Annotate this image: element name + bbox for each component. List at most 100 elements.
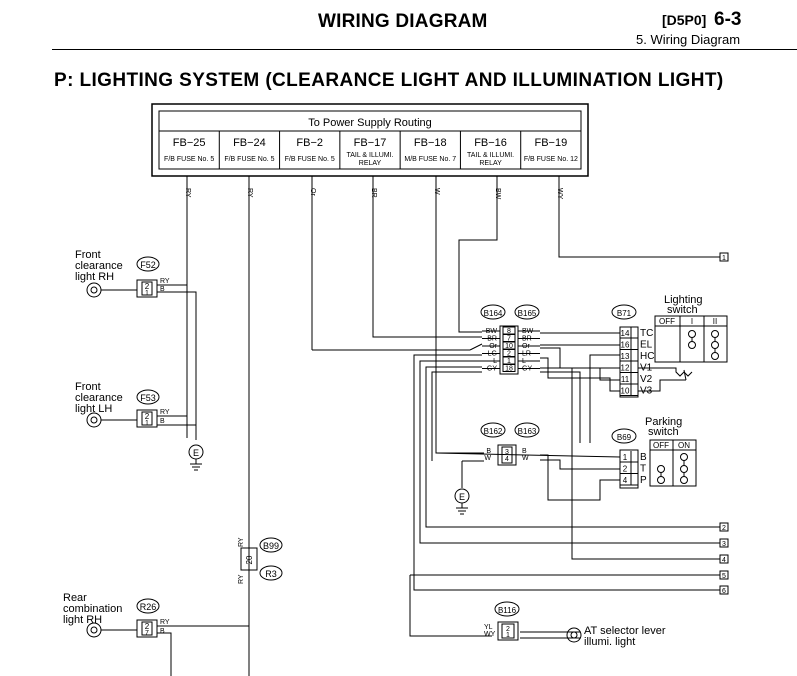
svg-text:6: 6: [722, 588, 726, 595]
pin-number: 1: [507, 358, 511, 365]
svg-text:R3: R3: [265, 569, 277, 579]
diagram-heading: P: LIGHTING SYSTEM (CLEARANCE LIGHT AND …: [54, 70, 724, 91]
bulb-icon: [566, 627, 582, 643]
svg-text:B: B: [160, 286, 165, 293]
svg-text:2: 2: [145, 622, 150, 631]
svg-text:light RH: light RH: [63, 614, 102, 626]
svg-text:5: 5: [722, 573, 726, 580]
svg-text:WY: WY: [484, 631, 496, 638]
fuse-id: FB−24: [233, 137, 266, 149]
reference-markers: 2 3 4 5 6: [719, 522, 729, 595]
pin-number: 10: [621, 387, 630, 396]
pin-number: 14: [621, 329, 630, 338]
fuse-desc-2: RELAY: [479, 160, 502, 167]
pin-number: 12: [621, 364, 630, 373]
svg-text:Parking: Parking: [645, 416, 682, 428]
svg-text:4: 4: [505, 456, 509, 463]
svg-text:RY: RY: [160, 619, 170, 626]
fuse-desc-2: RELAY: [359, 160, 382, 167]
section-code: [D5P0]: [662, 12, 707, 28]
svg-text:RY: RY: [160, 409, 170, 416]
fuse-id: FB−19: [534, 137, 567, 149]
svg-text:Front: Front: [75, 249, 101, 261]
fuse-desc: M/B FUSE No. 7: [404, 156, 456, 163]
connector-f52: F52: [140, 260, 156, 270]
svg-text:2: 2: [506, 626, 510, 633]
svg-text:E: E: [459, 492, 465, 502]
front-clearance-light-lh: Front clearance light LH F53 2 1 RY B E: [75, 381, 204, 471]
connector-b162-b163: B162 B163 3 4 B W B W E: [454, 422, 540, 515]
pin-number: 7: [507, 336, 511, 343]
svg-text:B165: B165: [518, 309, 537, 318]
ref-1: 1: [722, 255, 726, 262]
bulb-icon: [86, 282, 102, 298]
connector-b69: B69: [617, 433, 632, 442]
svg-text:W: W: [522, 455, 529, 462]
power-supply-box: To Power Supply Routing FB−25F/B FUSE No…: [151, 103, 589, 200]
pin-number: 11: [621, 375, 630, 384]
pin-number: 4: [623, 476, 628, 485]
svg-text:Rear: Rear: [63, 592, 87, 604]
bulb-icon: [86, 412, 102, 428]
svg-text:light RH: light RH: [75, 271, 114, 283]
svg-text:20: 20: [245, 555, 254, 564]
svg-text:4: 4: [722, 557, 726, 564]
supply-wires: 1: [186, 176, 729, 676]
fuse-desc: F/B FUSE No. 5: [285, 156, 335, 163]
fuse-id: FB−17: [354, 137, 387, 149]
svg-text:light LH: light LH: [75, 403, 112, 415]
svg-text:switch: switch: [667, 304, 698, 316]
svg-text:W: W: [484, 455, 491, 462]
svg-text:OFF: OFF: [659, 317, 675, 326]
svg-text:Front: Front: [75, 381, 101, 393]
svg-text:B162: B162: [484, 427, 503, 436]
pin-number: 13: [621, 352, 630, 361]
pin-name: T: [640, 464, 646, 475]
connector-r26: R26: [140, 602, 157, 612]
svg-text:Lighting: Lighting: [664, 294, 703, 306]
svg-text:I: I: [691, 317, 693, 326]
svg-text:B: B: [522, 448, 527, 455]
svg-text:clearance: clearance: [75, 392, 123, 404]
page-title: WIRING DIAGRAM: [318, 11, 488, 32]
page-number: 6-3: [714, 9, 742, 30]
fuse-desc: F/B FUSE No. 5: [164, 156, 214, 163]
switch-wires: [312, 332, 720, 639]
pin-name: B: [640, 452, 647, 463]
svg-text:B164: B164: [484, 309, 503, 318]
pin-number: 2: [623, 465, 628, 474]
fuse-desc: F/B FUSE No. 5: [224, 156, 274, 163]
svg-text:7: 7: [145, 630, 149, 637]
pin-number: 1: [623, 453, 628, 462]
svg-text:RY: RY: [238, 537, 245, 547]
svg-text:combination: combination: [63, 603, 122, 615]
pin-number: 10: [505, 343, 513, 350]
connector-b99: 20 B99 R3 RY RY: [238, 537, 283, 584]
svg-text:2: 2: [145, 412, 150, 421]
pin-number: 8: [507, 328, 511, 335]
pin-name: V2: [640, 374, 653, 385]
fuse-desc: TAIL & ILLUMI.: [346, 152, 393, 159]
fuse-id: FB−2: [296, 137, 323, 149]
svg-text:AT selector lever: AT selector lever: [584, 625, 666, 637]
svg-text:3: 3: [722, 541, 726, 548]
connector-f53: F53: [140, 393, 156, 403]
header-rule: [52, 49, 797, 50]
svg-text:YL: YL: [484, 624, 493, 631]
svg-text:B: B: [486, 448, 491, 455]
svg-text:OFF: OFF: [653, 441, 669, 450]
pin-name: P: [640, 475, 647, 486]
svg-text:3: 3: [505, 449, 509, 456]
svg-text:B: B: [160, 418, 165, 425]
svg-text:ON: ON: [678, 441, 690, 450]
svg-text:clearance: clearance: [75, 260, 123, 272]
svg-text:RY: RY: [238, 574, 245, 584]
svg-text:1: 1: [145, 290, 149, 297]
pin-name: EL: [640, 340, 653, 351]
svg-text:switch: switch: [648, 426, 679, 438]
parking-switch: Parking switch B69 1 B 2 T 4 P OFF ON: [611, 416, 697, 489]
fuse-id: FB−18: [414, 137, 447, 149]
